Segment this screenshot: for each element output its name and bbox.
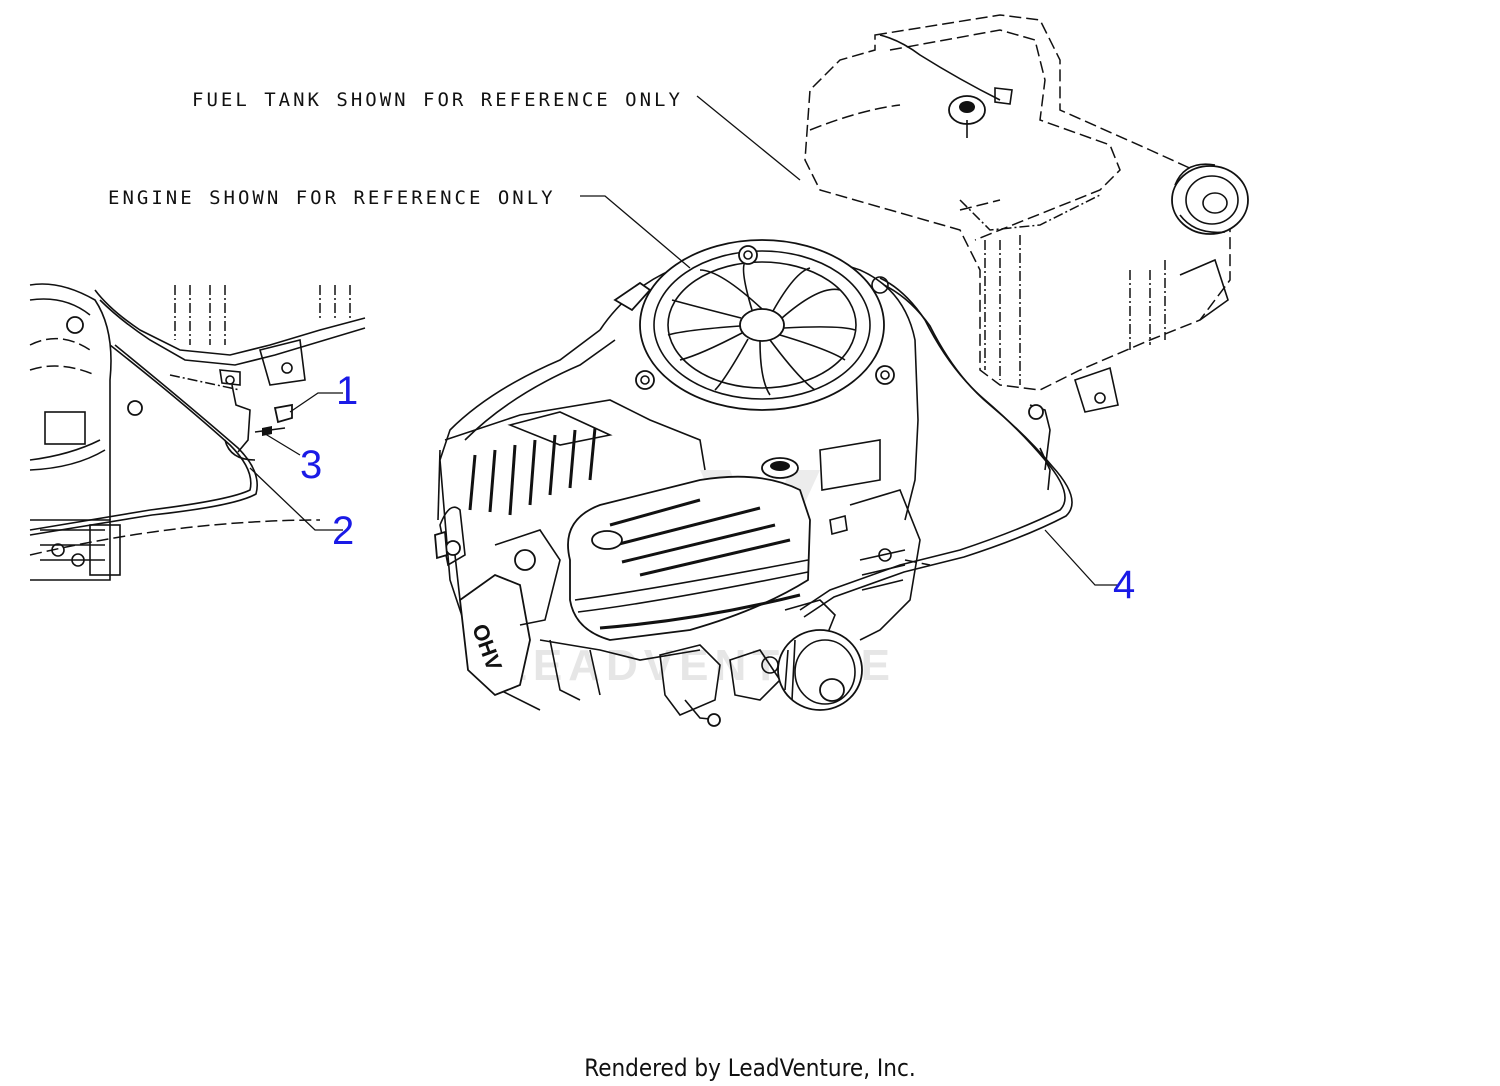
screen-vanes (667, 261, 856, 396)
footer-credit: Rendered by LeadVenture, Inc. (584, 1054, 915, 1082)
leader-1 (289, 392, 343, 413)
engine: OHV (434, 239, 921, 727)
fuel-tank-leader (696, 95, 801, 181)
cover-stripes (574, 498, 809, 630)
leader-3 (261, 431, 301, 456)
fuel-tank (804, 14, 1249, 471)
cooling-fins (468, 411, 613, 516)
callout-4[interactable]: 4 (1113, 563, 1135, 607)
callout-3[interactable]: 3 (300, 443, 322, 487)
detail-view (29, 283, 366, 581)
engine-note: ENGINE SHOWN FOR REFERENCE ONLY (108, 187, 556, 209)
engine-leader (580, 195, 691, 269)
wire-harness (799, 277, 1073, 618)
callout-1[interactable]: 1 (336, 369, 358, 413)
fuel-tank-note: FUEL TANK SHOWN FOR REFERENCE ONLY (192, 89, 683, 111)
leader-2 (249, 467, 343, 531)
leader-4 (1044, 529, 1118, 586)
callout-2[interactable]: 2 (332, 509, 354, 553)
